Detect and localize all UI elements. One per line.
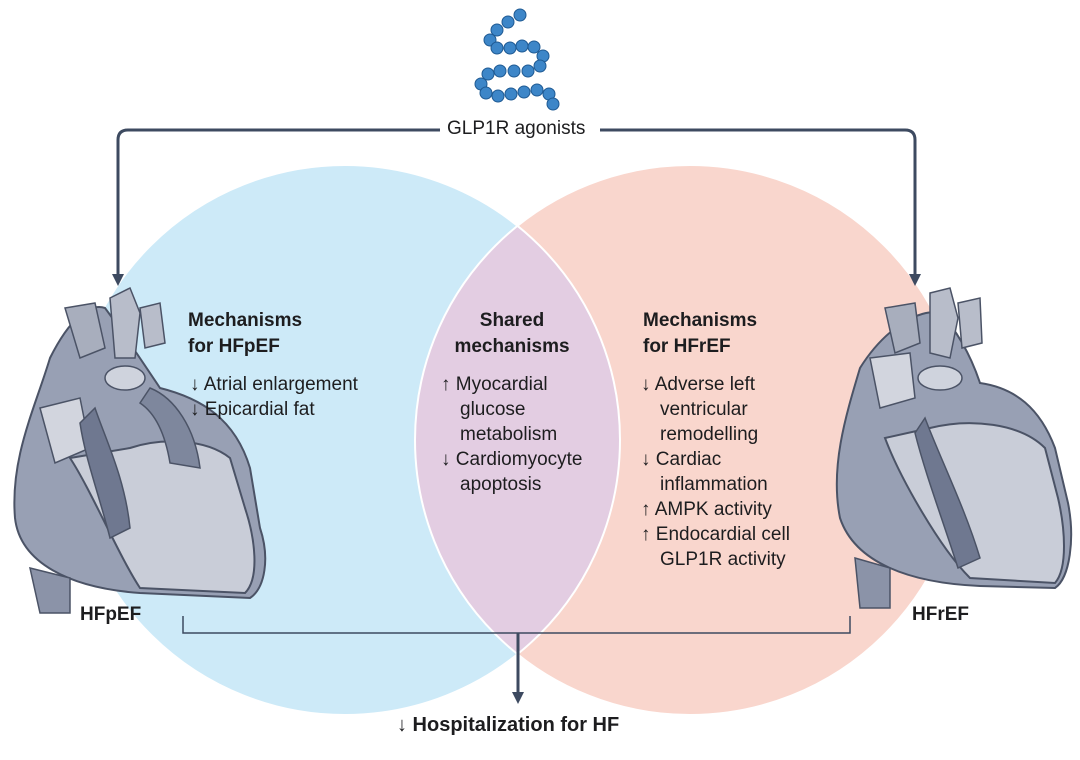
list-item: ↓ Adverse left: [641, 374, 756, 395]
peptide-bead: [517, 85, 531, 99]
peptide-bead: [507, 64, 521, 78]
shared-heading: Shared mechanisms: [442, 308, 582, 360]
peptide-bead: [515, 39, 529, 53]
peptide-bead: [501, 15, 515, 29]
list-item: ↑ Endocardial cell: [641, 524, 790, 545]
list-item: ↓ Atrial enlargement: [190, 374, 358, 395]
peptide-bead: [490, 23, 504, 37]
peptide-bead: [513, 8, 527, 22]
list-item: GLP1R activity: [660, 549, 786, 570]
hfref-heading-line1: Mechanisms: [643, 310, 758, 331]
peptide-bead: [527, 40, 541, 54]
peptide-chain-icon: [474, 8, 560, 111]
peptide-bead: [546, 97, 560, 111]
list-item: remodelling: [660, 424, 759, 445]
heart-anatomy-icon: [13, 286, 267, 614]
hfpef-heading: Mechanisms for HFpEF: [188, 308, 302, 360]
peptide-bead: [504, 87, 518, 101]
peptide-bead: [521, 64, 535, 78]
list-item: ↑ AMPK activity: [641, 499, 772, 520]
list-item: ventricular: [660, 399, 748, 420]
list-item: metabolism: [460, 424, 558, 445]
shared-mechanisms-list: ↑ Myocardial glucose metabolism ↓ Cardio…: [441, 372, 583, 497]
list-item: ↓ Cardiac: [641, 449, 722, 470]
hfref-heading: Mechanisms for HFrEF: [643, 308, 757, 360]
outcome-label: ↓ Hospitalization for HF: [397, 714, 620, 736]
hfref-heart-label: HFrEF: [912, 604, 969, 625]
hfpef-heart-label: HFpEF: [80, 604, 142, 625]
list-item: ↑ Myocardial: [441, 374, 548, 395]
list-item: ↓ Epicardial fat: [190, 399, 315, 420]
peptide-bead: [479, 86, 493, 100]
peptide-bead: [490, 41, 504, 55]
arrow-to-hfpef: [112, 128, 440, 286]
hfpef-heading-line1: Mechanisms: [188, 310, 303, 331]
list-item: inflammation: [660, 474, 768, 495]
hfpef-heading-line2: for HFpEF: [188, 336, 280, 357]
list-item: ↓ Cardiomyocyte: [441, 449, 583, 470]
arrow-to-hfref: [600, 128, 921, 286]
heart-anatomy-icon: [835, 287, 1073, 609]
shared-overlap: [415, 165, 620, 715]
glp1r-agonists-label: GLP1R agonists: [441, 118, 592, 140]
hfref-mechanisms-list: ↓ Adverse left ventricular remodelling ↓…: [641, 372, 790, 572]
peptide-bead: [493, 64, 507, 78]
list-item: glucose: [460, 399, 526, 420]
peptide-bead: [491, 89, 505, 103]
shared-heading-line2: mechanisms: [454, 336, 570, 357]
peptide-bead: [530, 83, 544, 97]
hfref-heading-line2: for HFrEF: [643, 336, 731, 357]
peptide-bead: [503, 41, 517, 55]
peptide-bead: [481, 67, 495, 81]
shared-heading-line1: Shared: [479, 310, 545, 331]
list-item: apoptosis: [460, 474, 542, 495]
hfpef-mechanisms-list: ↓ Atrial enlargement ↓ Epicardial fat: [190, 372, 358, 422]
peptide-bead: [533, 59, 547, 73]
